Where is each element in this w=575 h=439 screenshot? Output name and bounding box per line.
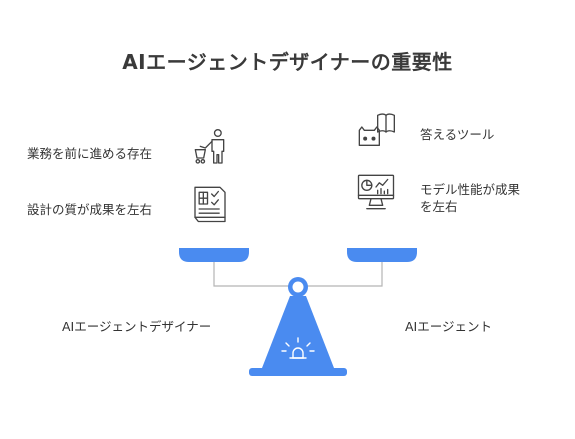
scale-pillar [262,296,334,368]
left-item-label-1: 業務を前に進める存在 [27,146,153,161]
left-arm-line [213,262,298,287]
right-item-label-1: 答えるツール [420,127,495,142]
left-side-label: AIエージェントデザイナー [62,319,212,334]
blueprint-document-icon [194,186,226,223]
right-arm-line [298,262,383,287]
right-pan [347,248,417,262]
left-pan [179,248,249,262]
bell-light-icon [281,337,315,359]
left-item-label-2: 設計の質が成果を左右 [27,202,153,217]
right-item-label-2-line2: を左右 [420,199,458,214]
robot-with-book-icon [358,113,395,146]
right-item-label-2-line1: モデル性能が成果 [420,182,521,197]
monitor-analytics-icon [357,174,395,210]
scale-base [249,368,347,376]
person-with-cart-icon [194,129,225,164]
right-side-label: AIエージェント [405,319,492,334]
fulcrum-inner [292,281,304,293]
right-item-label-2: モデル性能が成果 を左右 [420,181,520,215]
page-title: AIエージェントデザイナーの重要性 [122,50,453,74]
